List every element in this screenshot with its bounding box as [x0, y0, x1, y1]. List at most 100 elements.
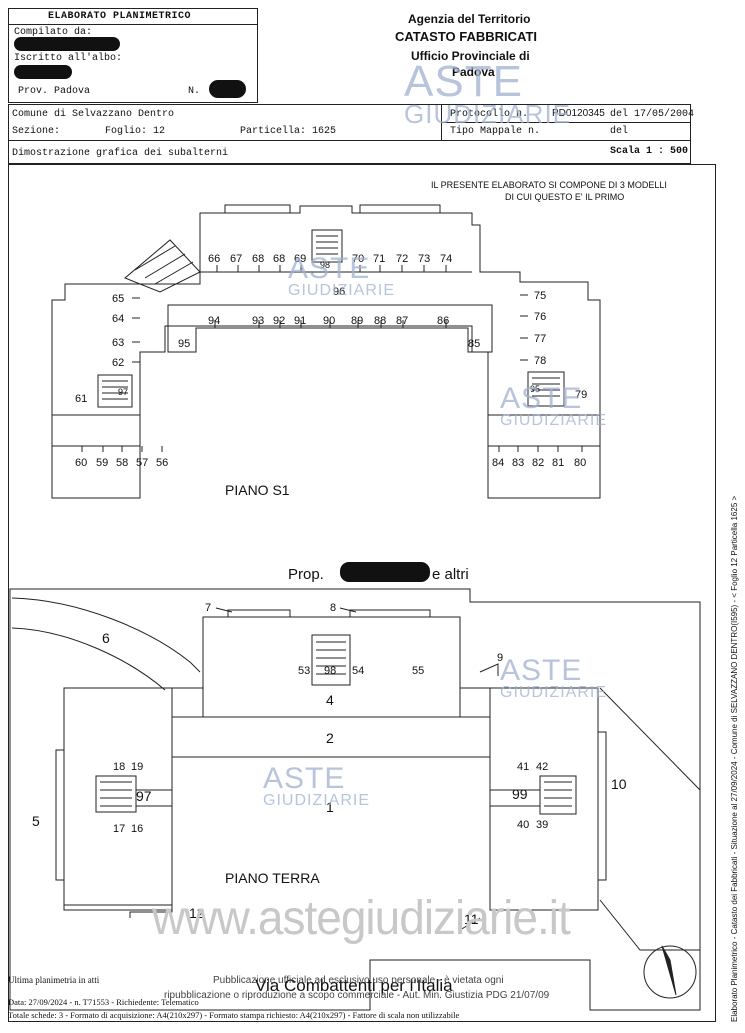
s1-bl-2: 59	[96, 457, 108, 469]
tipo-mappale-del: del	[610, 126, 629, 137]
s1-center-98: 98	[320, 260, 330, 270]
wm-aste-3: ASTE	[500, 382, 583, 415]
protocollo-del: del 17/05/2004	[610, 109, 695, 120]
s1-left-3: 63	[112, 337, 124, 349]
agency-line1: Agenzia del Territorio	[408, 12, 531, 26]
terra-99: 99	[512, 786, 528, 802]
piano-s1-title: PIANO S1	[225, 482, 290, 498]
terra-boundary	[9, 588, 701, 1011]
footer-totale: Totale schede: 3 - Formato di acquisizio…	[8, 1010, 460, 1020]
watermark-terra-right: ASTE GIUDIZIARIE	[500, 654, 607, 701]
protocollo-value: PD0120345	[552, 108, 605, 119]
terra-1: 1	[326, 799, 334, 815]
s1-left-1: 65	[112, 293, 124, 305]
terra-left-building	[63, 687, 173, 911]
s1-top-8: 72	[396, 253, 408, 265]
terra-5: 5	[32, 813, 40, 829]
watermark-s1-center: ASTE GIUDIZIARIE	[288, 254, 395, 299]
s1-br-5: 80	[574, 457, 586, 469]
agency-line2: CATASTO FABBRICATI	[395, 29, 538, 44]
terra-stair-97	[95, 775, 137, 813]
piano-terra-title: PIANO TERRA	[225, 870, 320, 886]
s1-br-3: 82	[532, 457, 544, 469]
terra-6: 6	[102, 630, 110, 646]
terra-42: 42	[536, 761, 548, 773]
s1-inner-4: 91	[294, 315, 306, 327]
comune-text: Comune di Selvazzano Dentro	[12, 109, 175, 120]
watermark-s1-right: ASTE GIUDIZIARIE	[500, 382, 607, 429]
terra-4: 4	[326, 692, 334, 708]
s1-br-2: 83	[512, 457, 524, 469]
s1-stair-95	[527, 371, 565, 407]
terra-39: 39	[536, 819, 548, 831]
redacted-number	[209, 80, 246, 98]
s1-top-9: 73	[418, 253, 430, 265]
s1-ramp	[124, 239, 201, 293]
foglio-text: Foglio: 12	[105, 126, 166, 137]
scala-text: Scala 1 : 500	[610, 146, 689, 157]
doc-title: ELABORATO PLANIMETRICO	[48, 11, 192, 22]
prov-label: Prov. Padova	[18, 86, 91, 97]
s1-inner-6: 89	[351, 315, 363, 327]
s1-right-3: 77	[534, 333, 546, 345]
north-arrow-circle	[643, 945, 697, 999]
s1-inner-3: 92	[273, 315, 285, 327]
watermark-url: www.astegiudiziarie.it	[152, 889, 571, 945]
s1-top-1: 66	[208, 253, 220, 265]
s1-95-left: 95	[178, 338, 190, 350]
s1-top-2: 67	[230, 253, 242, 265]
agency-line4: Padova	[452, 65, 495, 79]
s1-bl-3: 58	[116, 457, 128, 469]
s1-inner-5: 90	[323, 315, 335, 327]
s1-61: 61	[75, 393, 87, 405]
s1-97: 97	[118, 387, 128, 397]
s1-top-5: 69	[294, 253, 306, 265]
s1-95-right: 95	[530, 384, 540, 394]
street-name: Via Combattenti per l'Italia	[255, 976, 453, 995]
terra-8: 8	[330, 602, 336, 614]
terra-53: 53	[298, 665, 310, 677]
drawing-frame	[8, 164, 716, 1022]
s1-building-outline	[51, 205, 601, 499]
prop-label: Prop.	[288, 566, 324, 583]
terra-41: 41	[517, 761, 529, 773]
terra-17: 17	[113, 823, 125, 835]
terra-7: 7	[205, 602, 211, 614]
s1-inner-7: 88	[374, 315, 386, 327]
side-text: Elaborato Planimetrico - Catasto dei Fab…	[730, 495, 739, 1022]
s1-labels: 66 67 68 68 69 70 71 72 73 74 98 96 94 9…	[75, 253, 587, 498]
s1-inner-block	[167, 304, 493, 353]
terra-9: 9	[497, 652, 503, 664]
protocollo-label: Protocollo n.	[450, 109, 529, 120]
redacted-compilato	[14, 37, 120, 51]
terra-stair-99	[539, 775, 577, 815]
footer-pub1: Pubblicazione ufficiale ad esclusivo uso…	[213, 975, 504, 986]
wm-aste-1: ASTE	[404, 57, 523, 106]
wm-aste-4: ASTE	[500, 654, 583, 687]
terra-55: 55	[412, 665, 424, 677]
wm-aste-5: ASTE	[263, 762, 346, 795]
n-label: N.	[188, 86, 201, 97]
s1-right-1: 75	[534, 290, 546, 302]
info-divider-1	[441, 122, 691, 123]
s1-top-3: 68	[252, 253, 264, 265]
s1-stair-98	[311, 229, 343, 263]
note-line2: DI CUI QUESTO E' IL PRIMO	[505, 192, 625, 202]
wm-giud-1: GIUDIZIARIE	[404, 99, 572, 129]
particella-text: Particella: 1625	[240, 126, 337, 137]
s1-inner-8: 87	[396, 315, 408, 327]
terra-12: 12	[189, 905, 205, 921]
sezione-text: Sezione:	[12, 126, 61, 137]
terra-2: 2	[326, 730, 334, 746]
terra-40: 40	[517, 819, 529, 831]
s1-left-4: 62	[112, 357, 124, 369]
north-arrow	[661, 945, 677, 996]
s1-85: 85	[468, 338, 480, 350]
s1-br-4: 81	[552, 457, 564, 469]
terra-98: 98	[324, 665, 336, 677]
redacted-owner	[340, 562, 430, 582]
info-box	[8, 104, 691, 164]
s1-top-10: 74	[440, 253, 452, 265]
s1-inner-9: 86	[437, 315, 449, 327]
